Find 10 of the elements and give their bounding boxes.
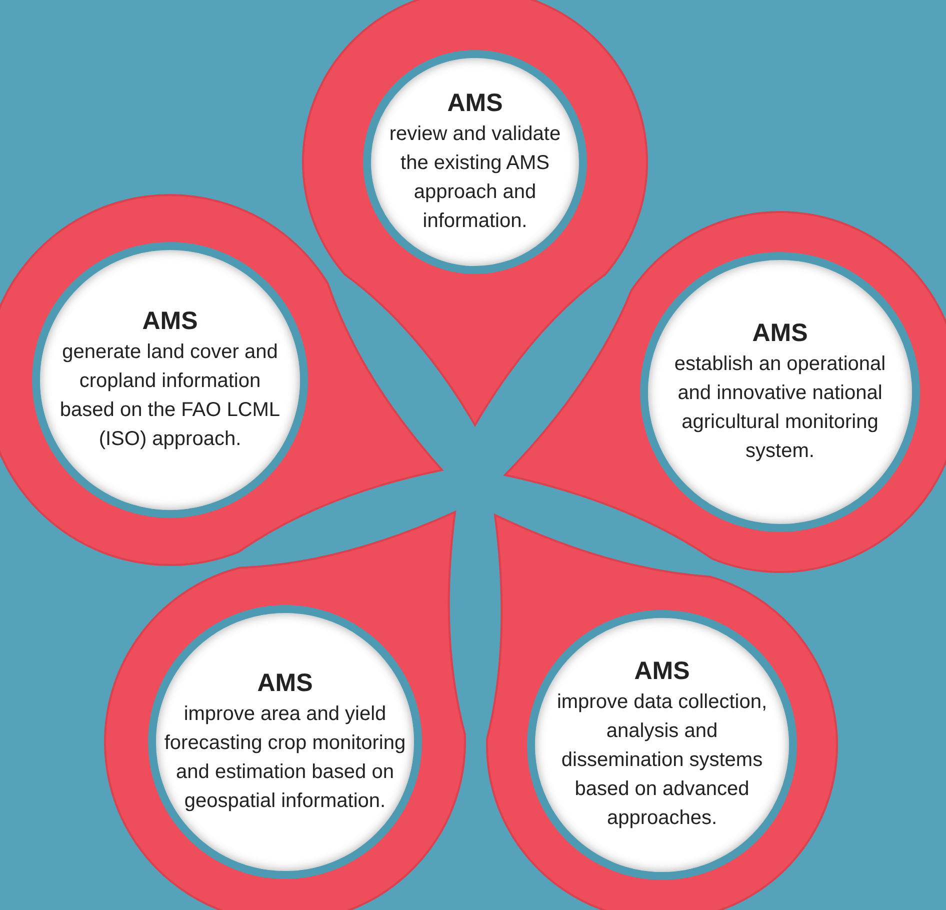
circle-text: improve data collection, analysis and dissemination systems based on advanced approaches. — [556, 690, 768, 831]
circle-heading: AMS — [752, 318, 808, 348]
circle-heading: AMS — [257, 668, 313, 698]
circle-heading: AMS — [142, 306, 198, 336]
circle-heading: AMS — [634, 657, 690, 686]
circle-text: generate land cover and cropland information based on the FAO LCML (ISO) approach. — [58, 340, 282, 452]
circle-text: review and validate the existing AMS approach and information. — [388, 122, 562, 234]
circle-heading: AMS — [447, 88, 503, 118]
circle-text: establish an operational and innovative national agricultural monitoring system. — [673, 352, 887, 464]
circle-text: improve area and yield forecasting crop monitoring and estimation based on geospatial information. — [163, 702, 407, 814]
